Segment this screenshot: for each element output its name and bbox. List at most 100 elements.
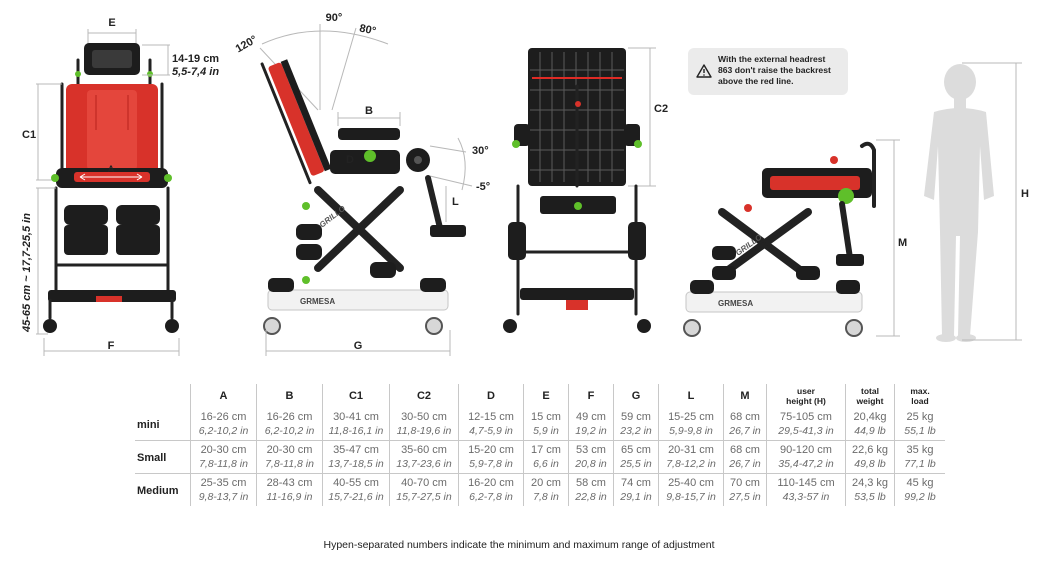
table-cell-imperial: 9,8-15,7 in xyxy=(666,491,716,503)
table-cell: 49 cm 19,2 in xyxy=(568,408,614,441)
dim-label-angle-30: 30° xyxy=(472,145,489,157)
table-cell-metric: 45 kg xyxy=(906,477,934,489)
table-cell-metric: 49 cm xyxy=(576,411,606,423)
table-cell-imperial: 26,7 in xyxy=(729,425,761,437)
dim-label-angle-90: 90° xyxy=(326,12,343,24)
side-view-chair: 90° 80° 120° B D 30° -5° L xyxy=(234,12,490,356)
table-cell-imperial: 49,8 lb xyxy=(854,458,886,470)
dim-label-c1: C1 xyxy=(22,129,36,141)
table-header-f: F xyxy=(568,384,614,408)
table-cell-metric: 15-20 cm xyxy=(468,444,514,456)
table-cell-imperial: 7,8-12,2 in xyxy=(666,458,716,470)
dim-label-headrest-metric: 14-19 cm xyxy=(172,53,219,65)
table-cell-metric: 35 kg xyxy=(906,444,934,456)
table-cell-imperial: 11,8-16,1 in xyxy=(328,425,384,437)
table-cell: 15 cm 5,9 in xyxy=(523,408,569,441)
table-cell-imperial: 11,8-19,6 in xyxy=(396,425,452,437)
table-cell-metric: 20-30 cm xyxy=(266,444,313,456)
table-cell-imperial: 6,2-10,2 in xyxy=(198,425,249,437)
dim-label-headrest-imperial: 5,5-7,4 in xyxy=(172,66,219,78)
warning-triangle-icon xyxy=(696,64,712,78)
table-cell-metric: 40-55 cm xyxy=(333,477,379,489)
note-line-1: With the external headrest xyxy=(718,54,826,64)
table-cell: 20-30 cm 7,8-11,8 in xyxy=(256,440,323,474)
footnote: Hypen-separated numbers indicate the min… xyxy=(323,539,715,551)
table-cell-metric: 22,6 kg xyxy=(851,444,889,456)
table-cell-imperial: 11-16,9 in xyxy=(266,491,313,503)
table-header-l: L xyxy=(658,384,724,408)
brand-logo: GRMESA xyxy=(300,297,335,306)
table-header-max-load-line2: load xyxy=(911,396,929,406)
table-cell: 22,6 kg 49,8 lb xyxy=(845,440,895,474)
table-cell-imperial: 23,2 in xyxy=(620,425,652,437)
table-cell-imperial: 26,7 in xyxy=(729,458,761,470)
table-header-row: A B C1 C2 D E F G L M user height (H) to… xyxy=(135,384,945,408)
table-cell-metric: 20-31 cm xyxy=(668,444,714,456)
dim-label-h: H xyxy=(1021,188,1029,200)
table-cell-metric: 30-41 cm xyxy=(333,411,379,423)
table-row-label: Medium xyxy=(135,473,191,506)
table-cell-metric: 24,3 kg xyxy=(851,477,889,489)
table-cell-metric: 68 cm xyxy=(730,411,760,423)
table-cell-imperial: 7,8 in xyxy=(533,491,559,503)
table-cell: 45 kg 99,2 lb xyxy=(894,473,945,506)
child-silhouette: H xyxy=(924,62,1029,342)
note-line-2: 863 don't raise the backrest xyxy=(718,65,831,75)
table-cell-imperial: 29,5-41,3 in xyxy=(778,425,834,437)
table-header-total-weight: total weight xyxy=(845,384,895,408)
table-cell: 28-43 cm 11-16,9 in xyxy=(256,473,323,506)
dim-label-b: B xyxy=(365,105,373,117)
table-cell-metric: 15 cm xyxy=(531,411,561,423)
table-cell-metric: 28-43 cm xyxy=(266,477,313,489)
table-cell-imperial: 19,2 in xyxy=(575,425,607,437)
table-cell-imperial: 6,2-10,2 in xyxy=(264,425,315,437)
table-cell-imperial: 22,8 in xyxy=(575,491,607,503)
dim-label-angle-80: 80° xyxy=(358,22,377,37)
table-cell-imperial: 35,4-47,2 in xyxy=(778,458,834,470)
table-cell-metric: 17 cm xyxy=(531,444,561,456)
table-cell-imperial: 5,9 in xyxy=(533,425,559,437)
table-cell-metric: 59 cm xyxy=(621,411,651,423)
svg-text:GRMESA: GRMESA xyxy=(718,299,753,308)
table-cell-metric: 74 cm xyxy=(621,477,651,489)
dim-label-g: G xyxy=(354,340,363,352)
table-cell-imperial: 99,2 lb xyxy=(904,491,936,503)
table-cell-imperial: 7,8-11,8 in xyxy=(199,458,248,470)
table-cell: 90-120 cm 35,4-47,2 in xyxy=(766,440,846,474)
dim-label-angle-120: 120° xyxy=(234,34,260,56)
table-cell: 20-31 cm 7,8-12,2 in xyxy=(658,440,724,474)
table-cell-imperial: 55,1 lb xyxy=(904,425,936,437)
table-cell-imperial: 20,8 in xyxy=(575,458,607,470)
table-cell-imperial: 15,7-27,5 in xyxy=(396,491,452,503)
table-cell-metric: 75-105 cm xyxy=(780,411,832,423)
table-cell-metric: 20 cm xyxy=(531,477,561,489)
table-cell-metric: 35-60 cm xyxy=(401,444,447,456)
table-cell-imperial: 7,8-11,8 in xyxy=(265,458,314,470)
table-cell-imperial: 29,1 in xyxy=(620,491,652,503)
dim-label-d: D xyxy=(346,154,354,166)
table-header-b: B xyxy=(256,384,323,408)
table-header-a: A xyxy=(190,384,257,408)
table-cell-metric: 90-120 cm xyxy=(780,444,832,456)
table-cell-imperial: 6,6 in xyxy=(533,458,559,470)
table-cell-metric: 16-26 cm xyxy=(200,411,247,423)
table-cell-metric: 68 cm xyxy=(730,444,760,456)
product-dimension-figure: E 14-19 cm 5,5-7,4 in C1 A xyxy=(21,12,1029,356)
table-cell-metric: 12-15 cm xyxy=(468,411,514,423)
table-header-max-load: max. load xyxy=(894,384,945,408)
table-header-max-load-line1: max. xyxy=(910,386,930,396)
table-header-d: D xyxy=(458,384,524,408)
